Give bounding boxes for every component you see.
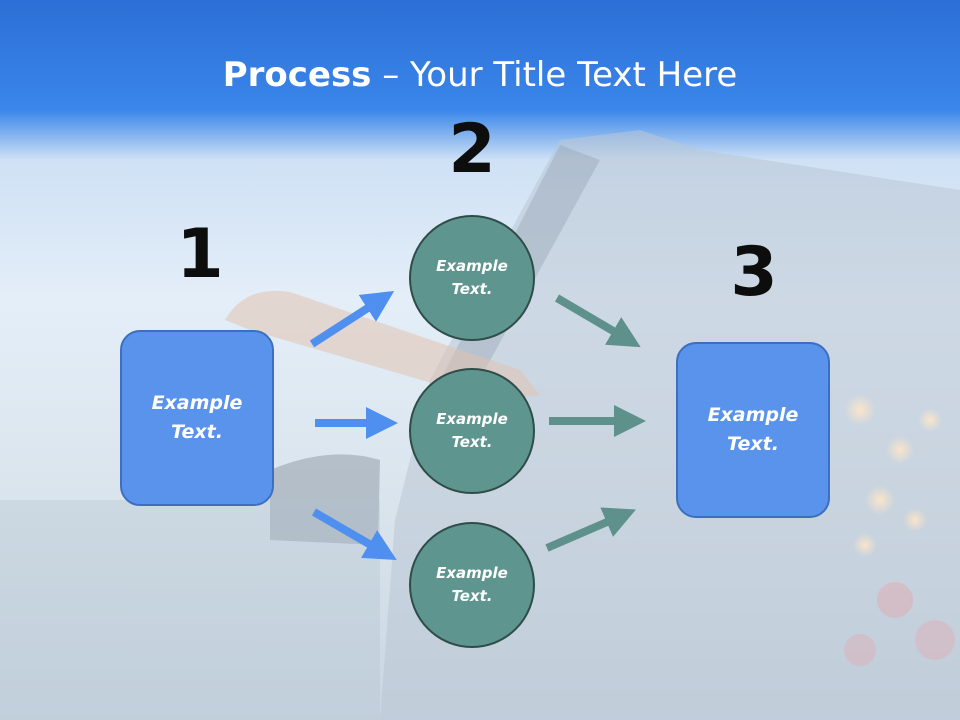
step-1-text: Example Text.: [151, 392, 243, 443]
step-2-circle-bottom: Example Text.: [409, 522, 535, 648]
step-2-number: 2: [448, 110, 496, 189]
circle-top-text: Example Text.: [436, 257, 508, 298]
title-rest: – Your Title Text Here: [371, 55, 738, 95]
circle-bottom-text: Example Text.: [436, 564, 508, 605]
arrow-top-to-3: [554, 294, 641, 348]
arrow-1-to-bottom: [311, 508, 397, 561]
arrow-1-to-top: [309, 290, 395, 348]
arrow-bottom-to-3: [545, 507, 637, 552]
slide-title: Process – Your Title Text Here: [0, 52, 960, 98]
title-bold: Process: [222, 55, 372, 95]
step-3-text: Example Text.: [707, 404, 799, 455]
step-3-number: 3: [730, 233, 778, 312]
circle-middle-text: Example Text.: [436, 410, 508, 451]
step-3-box: Example Text.: [676, 342, 830, 518]
step-2-circle-top: Example Text.: [409, 215, 535, 341]
step-2-circle-middle: Example Text.: [409, 368, 535, 494]
step-1-number: 1: [176, 215, 224, 294]
step-1-box: Example Text.: [120, 330, 274, 506]
